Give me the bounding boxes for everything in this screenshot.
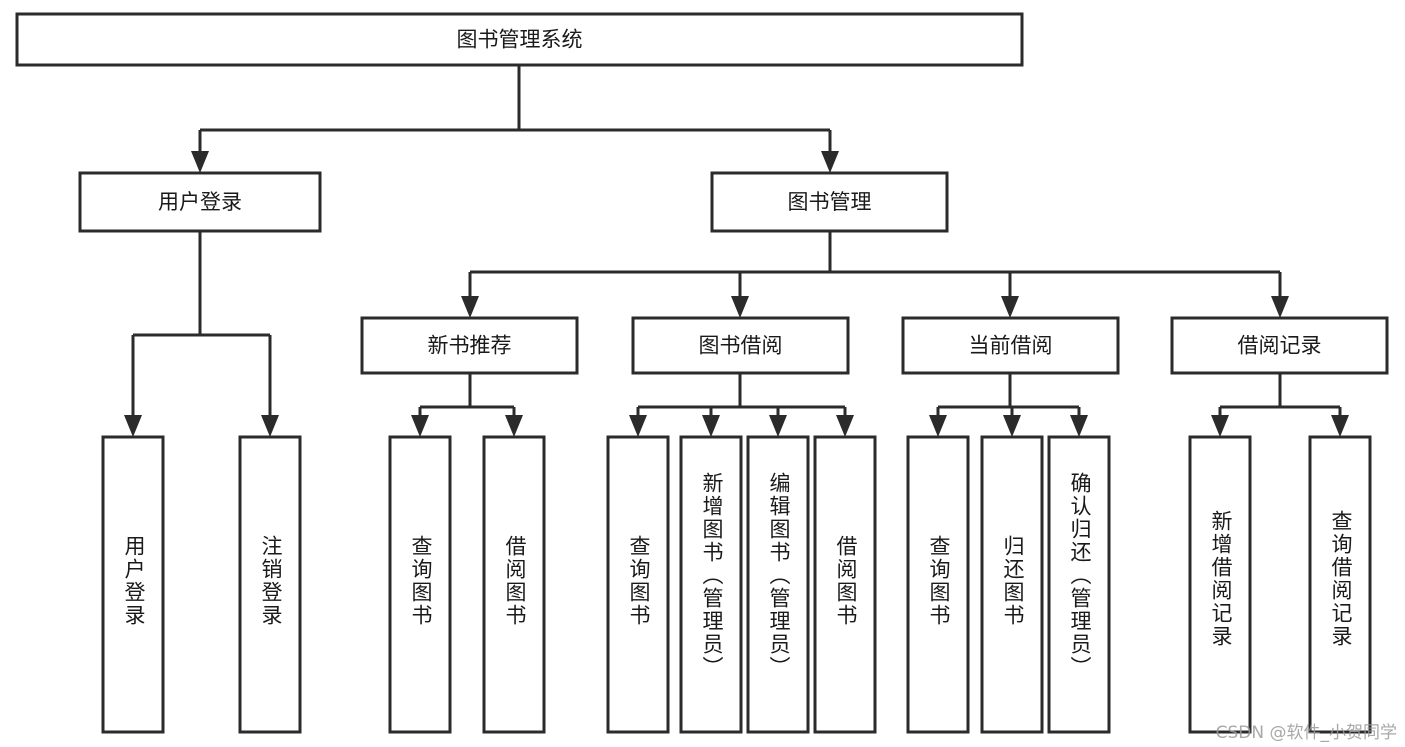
node-book-manage[interactable] [710, 171, 949, 233]
book-borrow-leaf-drop-0-arrow-icon [629, 415, 647, 437]
node-new-book-recommend[interactable] [360, 316, 579, 375]
node-leaf-user-login[interactable] [101, 435, 165, 734]
new-book-recommend-leaf-drop-0-arrow-icon [411, 415, 429, 437]
book-manage-drop-0-arrow-icon [461, 296, 479, 318]
new-book-recommend-leaf-drop-1-arrow-icon [505, 415, 523, 437]
borrow-record-leaf-drop-1-arrow-icon [1331, 415, 1349, 437]
user-login-drop-0-arrow-icon [124, 415, 142, 437]
node-leaf-confirm-return-admin[interactable] [1047, 435, 1111, 734]
node-leaf-query-book-borrow[interactable] [606, 435, 670, 734]
node-user-login-label: 用户登录 [158, 190, 242, 214]
book-manage-drop-1-arrow-icon [731, 296, 749, 318]
node-book-manage-label: 图书管理 [788, 190, 872, 214]
node-leaf-query-borrow-record[interactable] [1308, 435, 1372, 734]
root-drop-1-arrow-icon [821, 151, 839, 173]
book-borrow-leaf-drop-1-arrow-icon [702, 415, 720, 437]
book-manage-drop-2-arrow-icon [1001, 296, 1019, 318]
node-current-borrow-label: 当前借阅 [969, 334, 1053, 358]
user-login-drop-1-arrow-icon [261, 415, 279, 437]
current-borrow-leaf-drop-0-arrow-icon [929, 415, 947, 437]
current-borrow-leaf-drop-2-arrow-icon [1070, 415, 1088, 437]
book-borrow-leaf-drop-2-arrow-icon [769, 415, 787, 437]
current-borrow-leaf-drop-1-arrow-icon [1003, 415, 1021, 437]
node-book-borrow[interactable] [631, 316, 850, 375]
node-borrow-record-label: 借阅记录 [1238, 334, 1322, 358]
box-layer [15, 12, 1389, 734]
node-new-book-recommend-label: 新书推荐 [428, 334, 512, 358]
node-current-borrow[interactable] [901, 316, 1120, 375]
borrow-record-leaf-drop-0-arrow-icon [1211, 415, 1229, 437]
node-leaf-query-book-rec[interactable] [388, 435, 452, 734]
node-user-login[interactable] [78, 171, 322, 233]
watermark-text: CSDN @软件_小贺同学 [1215, 723, 1397, 743]
node-leaf-borrow-book[interactable] [813, 435, 877, 734]
node-borrow-record[interactable] [1170, 316, 1389, 375]
node-leaf-return-book[interactable] [980, 435, 1044, 734]
node-leaf-add-book-admin[interactable] [679, 435, 743, 734]
node-leaf-add-borrow-record[interactable] [1188, 435, 1252, 734]
node-leaf-user-logout[interactable] [238, 435, 302, 734]
node-leaf-query-book-current[interactable] [906, 435, 970, 734]
book-borrow-leaf-drop-3-arrow-icon [836, 415, 854, 437]
node-leaf-borrow-book-rec[interactable] [482, 435, 546, 734]
node-root-label: 图书管理系统 [457, 28, 583, 52]
root-drop-0-arrow-icon [191, 151, 209, 173]
book-manage-drop-3-arrow-icon [1271, 296, 1289, 318]
node-root[interactable] [15, 12, 1024, 67]
connector-layer [124, 65, 1349, 437]
node-leaf-edit-book-admin[interactable] [746, 435, 810, 734]
node-book-borrow-label: 图书借阅 [699, 334, 783, 358]
